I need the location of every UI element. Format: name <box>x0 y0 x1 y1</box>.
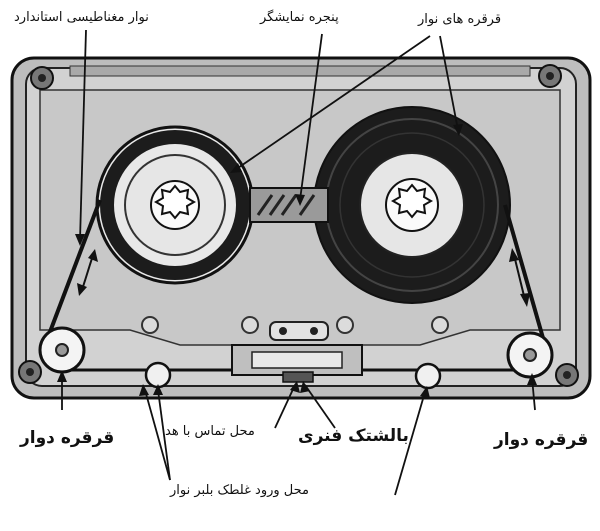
label-pinch-roller-entry: محل ورود غلطک بلبر نوار <box>170 483 309 498</box>
label-display-window: پنجره نمایشگر <box>260 10 339 25</box>
guide-holes <box>141 316 449 341</box>
left-roller-shape <box>38 326 86 374</box>
label-spring-pad: بالشتک فنری <box>298 426 409 446</box>
label-standard-tape: نوار مغناطیسی استاندارد <box>14 10 149 25</box>
right-roller-shape <box>506 331 554 379</box>
label-right-roller: قرقره دوار <box>494 430 589 450</box>
inner-pins <box>144 361 442 390</box>
right-tape-reel <box>313 106 511 304</box>
label-head-contact: محل تماس با هد <box>165 424 255 439</box>
label-left-roller: قرقره دوار <box>20 428 115 448</box>
left-tape-reel <box>95 125 255 285</box>
leader-lines <box>61 29 536 496</box>
corner-screws <box>18 64 579 387</box>
leader-arrowheads <box>57 124 537 398</box>
tension-arrows <box>77 248 530 307</box>
display-window-shape <box>249 187 329 223</box>
spring-pad-shape <box>231 344 363 383</box>
label-tape-reels: قرقره های نوار <box>418 12 502 27</box>
